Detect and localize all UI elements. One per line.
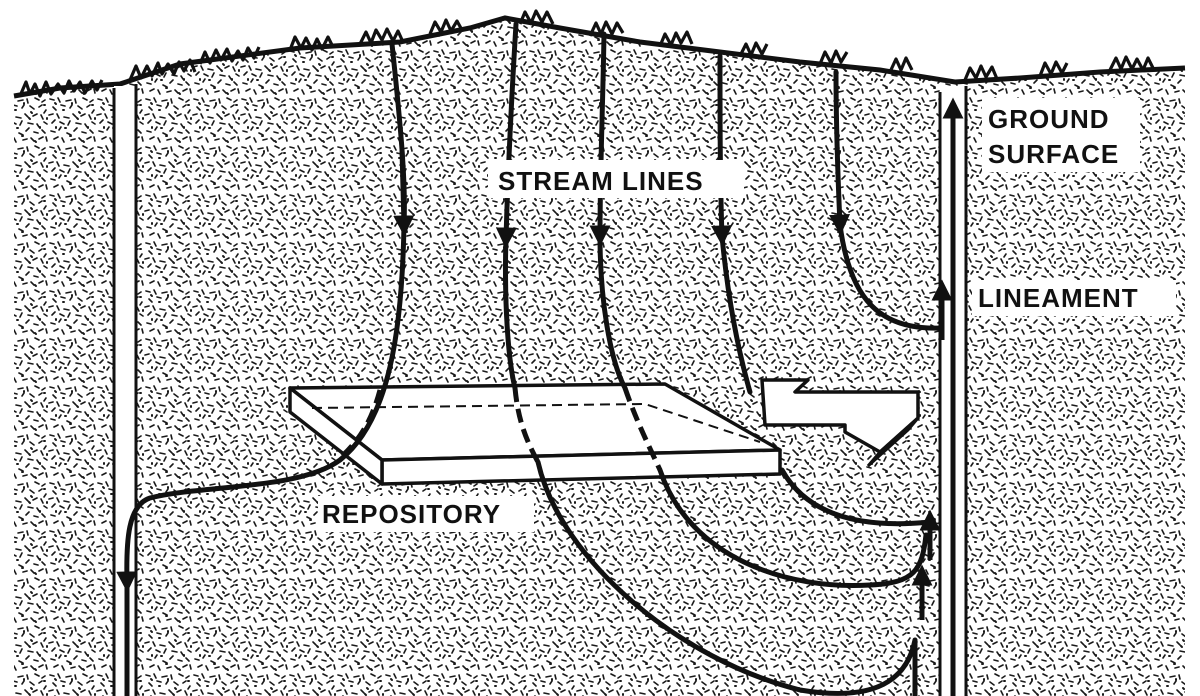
rock-mass xyxy=(14,18,1185,696)
streamline-4-deep xyxy=(779,467,933,527)
streamline-1-arrow xyxy=(393,149,415,237)
flow-arrow-shade xyxy=(866,416,920,468)
streamline-3 xyxy=(589,31,611,247)
repository-label-bg xyxy=(318,496,534,532)
hidden-streamline-2 xyxy=(512,387,541,464)
streamline-4 xyxy=(711,53,733,247)
vegetation xyxy=(18,9,1155,98)
streamline-5 xyxy=(829,69,851,236)
streamline-4-lower xyxy=(719,233,753,395)
streamline-1-lower xyxy=(116,222,407,593)
streamline-3-lower xyxy=(597,233,628,391)
hidden-streamline-1 xyxy=(338,389,383,460)
streamline-5-lower xyxy=(837,222,943,331)
stream-lines-label: STREAM LINES xyxy=(498,166,704,196)
stream-lines-label-bg xyxy=(488,160,744,198)
repository-side xyxy=(288,386,384,486)
hidden-streamline-3 xyxy=(622,387,663,472)
streamline-2-lower xyxy=(502,235,518,391)
streamline-2 xyxy=(495,21,519,249)
repository-label: REPOSITORY xyxy=(322,499,501,529)
lineament-label-bg xyxy=(972,280,1176,316)
ground-surface-label-bg xyxy=(982,98,1140,172)
ground-surface-label-line2: SURFACE xyxy=(988,139,1119,169)
ground-surface-label-line1: GROUND xyxy=(988,104,1110,134)
left-shaft xyxy=(114,86,136,696)
lineament-label: LINEAMENT xyxy=(978,283,1139,313)
streamline-2-deep xyxy=(535,459,918,696)
